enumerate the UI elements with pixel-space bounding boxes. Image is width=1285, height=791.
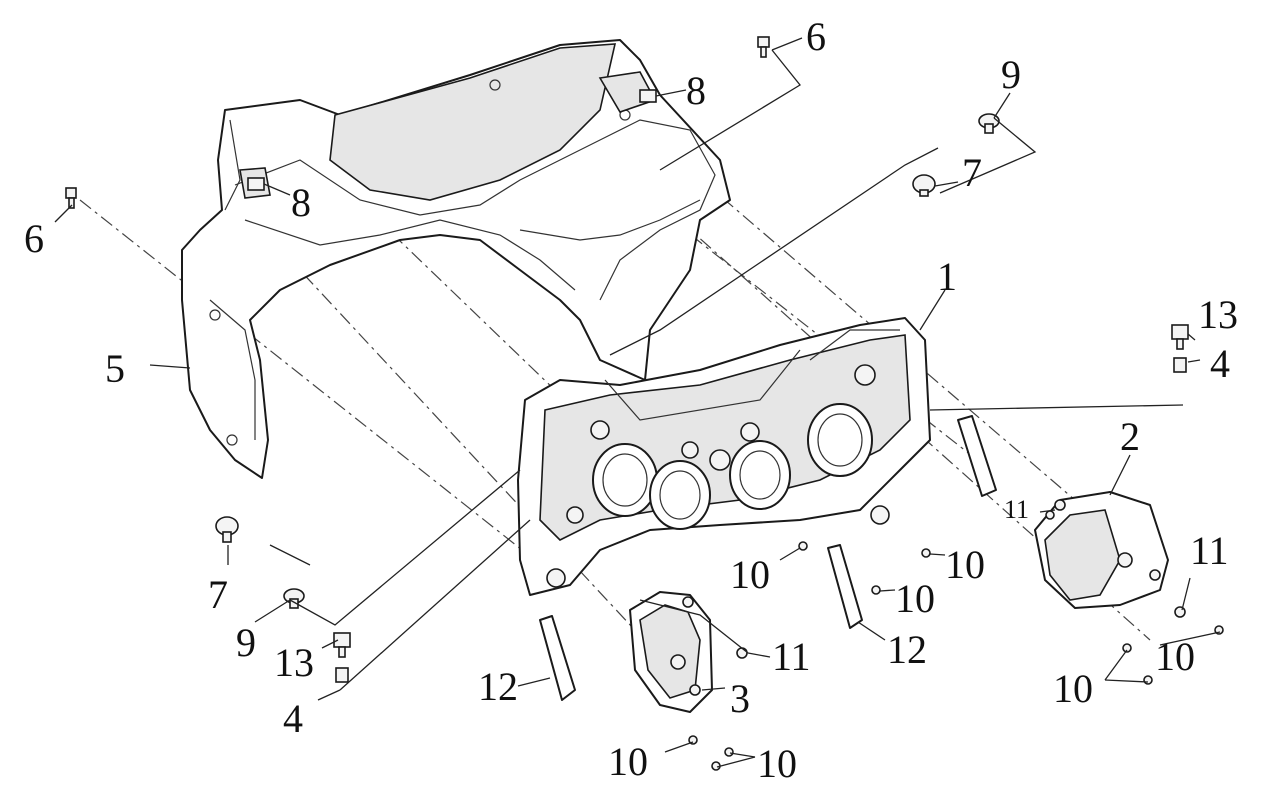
bolt-9-top-icon	[978, 113, 1000, 134]
callout-3: 3	[730, 676, 750, 721]
callout-10-c: 10	[895, 576, 935, 621]
lamp-modules	[592, 403, 873, 530]
fasteners	[65, 36, 1224, 771]
callout-11-b: 11	[1004, 495, 1029, 524]
bolt-13-left-icon	[333, 632, 351, 658]
callout-10-f: 10	[608, 739, 648, 784]
screw-10-icon	[1143, 675, 1153, 685]
callout-8-top: 8	[686, 68, 706, 113]
screw-10-icon	[1122, 643, 1132, 653]
spacer-4-left-icon	[335, 667, 349, 683]
spacer-4-right-icon	[1173, 357, 1187, 373]
screw-10-icon	[798, 541, 808, 551]
screw-10-icon	[871, 585, 881, 595]
callout-10-a: 10	[730, 552, 770, 597]
callout-11-c: 11	[1190, 528, 1229, 573]
bolt-13-right-icon	[1171, 324, 1189, 350]
reflector-strips	[539, 415, 997, 701]
callout-6-top: 6	[806, 14, 826, 59]
grommet-7-right-icon	[912, 174, 936, 197]
callout-labels: 1 2 3 4 4 5 6 6 7 7 8 8 9 9 10 10 10 10 …	[24, 14, 1238, 786]
grommet-7-left-icon	[215, 516, 239, 543]
callout-11-a: 11	[772, 634, 811, 679]
screw-10-icon	[724, 747, 734, 757]
callout-7-right: 7	[962, 150, 982, 195]
callout-8-left: 8	[291, 180, 311, 225]
callout-12-a: 12	[478, 664, 518, 709]
callout-1: 1	[937, 254, 957, 299]
callout-5: 5	[105, 346, 125, 391]
callout-4-right: 4	[1210, 341, 1230, 386]
bolt-6-top-icon	[757, 36, 770, 58]
leader-lines	[54, 37, 1221, 768]
callout-10-d: 10	[1155, 634, 1195, 679]
callout-12-b: 12	[887, 627, 927, 672]
screw-10-icon	[688, 735, 698, 745]
headlight-assembly	[517, 317, 931, 596]
callout-4-left: 4	[283, 696, 303, 741]
clip-8-top-icon	[639, 89, 657, 103]
callout-2: 2	[1120, 414, 1140, 459]
screw-11-icon	[1045, 510, 1055, 520]
callout-13-left: 13	[274, 640, 314, 685]
left-side-lamp	[629, 591, 713, 713]
callout-10-e: 10	[1053, 666, 1093, 711]
callout-9-left: 9	[236, 620, 256, 665]
screw-10-icon	[921, 548, 931, 558]
bolt-9-bottom-icon	[283, 588, 305, 609]
callout-6-left: 6	[24, 216, 44, 261]
screw-11-icon	[1174, 606, 1186, 618]
bolt-6-left-icon	[65, 187, 77, 209]
screw-11-icon	[736, 647, 748, 659]
clip-8-left-icon	[247, 177, 265, 191]
callout-10-g: 10	[757, 741, 797, 786]
right-side-lamp	[1034, 491, 1169, 609]
callout-7-left: 7	[208, 572, 228, 617]
headlight-cowl-frame	[181, 39, 731, 479]
callout-9-top: 9	[1001, 52, 1021, 97]
callout-13-right: 13	[1198, 292, 1238, 337]
callout-10-b: 10	[945, 542, 985, 587]
